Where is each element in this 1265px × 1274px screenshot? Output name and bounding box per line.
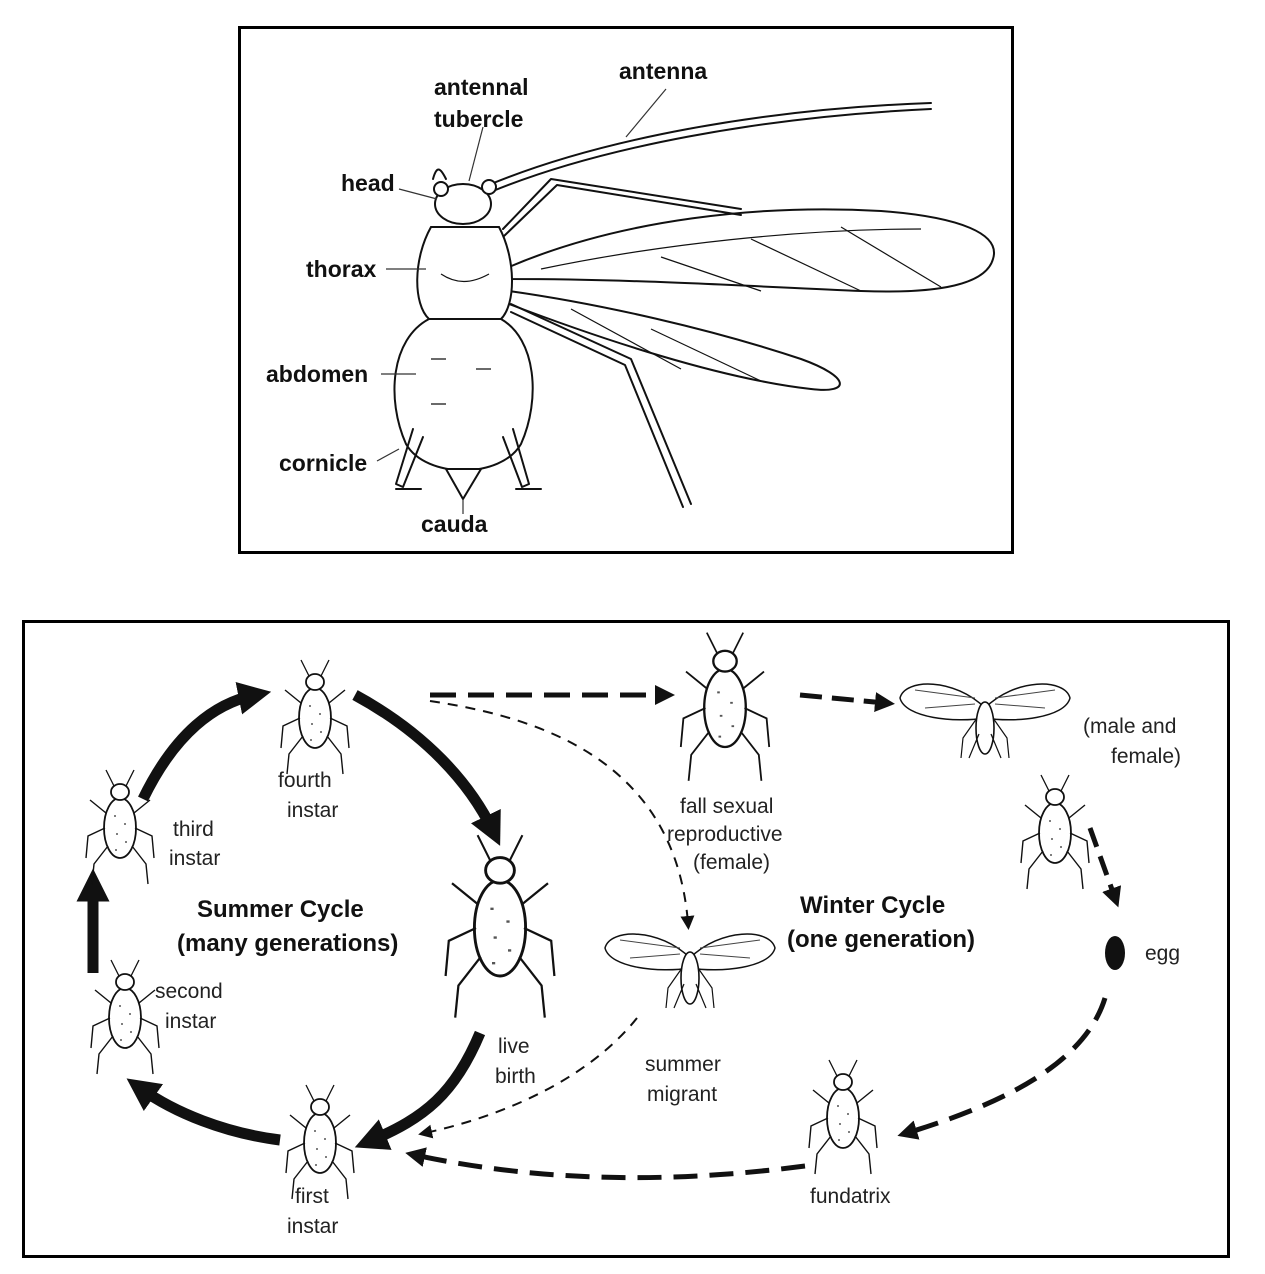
- label-thorax: thorax: [306, 256, 377, 282]
- label-antenna: antenna: [619, 58, 707, 84]
- aphid-cornicle-right: [502, 428, 530, 488]
- male-aphid-icon: [899, 683, 1071, 759]
- label-fourth-instar-1: fourth: [278, 769, 332, 792]
- label-first-instar-1: first: [295, 1185, 329, 1208]
- first-instar-icon: [285, 1084, 355, 1200]
- aphid-thorax: [416, 226, 513, 320]
- aphid-lifecycle-panel: Summer Cycle (many generations) Winter C…: [22, 620, 1230, 1258]
- label-fourth-instar-2: instar: [287, 799, 338, 822]
- label-leaders: [376, 88, 667, 514]
- label-summer-migrant-2: migrant: [647, 1083, 717, 1106]
- label-antennal-tubercle-line1: antennal: [434, 74, 529, 100]
- aphid-head: [434, 183, 492, 225]
- label-first-instar-2: instar: [287, 1215, 338, 1238]
- female-aphid-icon: [1020, 774, 1090, 890]
- label-egg: egg: [1145, 942, 1180, 965]
- fall-sexual-female-icon: [679, 631, 771, 782]
- label-third-instar-1: third: [173, 818, 214, 841]
- aphid-cornicle-left: [395, 428, 424, 488]
- label-fundatrix: fundatrix: [810, 1185, 891, 1208]
- summer-migrant-icon: [604, 933, 776, 1009]
- live-birth-adult-icon: [444, 833, 556, 1020]
- aphid-anatomy-drawing: antenna antennal tubercle head thorax ab…: [266, 58, 995, 537]
- aphid-legs: [395, 178, 742, 508]
- label-antennal-tubercle-line2: tubercle: [434, 106, 523, 132]
- label-head: head: [341, 170, 395, 196]
- label-cauda: cauda: [421, 511, 488, 537]
- fundatrix-icon: [808, 1059, 878, 1175]
- fourth-instar-icon: [280, 659, 350, 775]
- label-male-female-1: (male and: [1083, 715, 1176, 738]
- label-second-instar-2: instar: [165, 1010, 216, 1033]
- aphid-antennae: [432, 102, 932, 192]
- aphid-anatomy-panel: antenna antennal tubercle head thorax ab…: [238, 26, 1014, 554]
- aphid-body: [393, 179, 534, 501]
- label-abdomen: abdomen: [266, 361, 368, 387]
- label-second-instar-1: second: [155, 980, 223, 1003]
- label-live-birth-1: live: [498, 1035, 530, 1058]
- label-fall-sexual-2: reproductive: [667, 823, 783, 846]
- label-summer-migrant-1: summer: [645, 1053, 721, 1076]
- aphid-abdomen: [393, 318, 534, 472]
- aphid-lifecycle-diagram: Summer Cycle (many generations) Winter C…: [76, 631, 1181, 1238]
- summer-cycle-subtitle: (many generations): [177, 930, 398, 957]
- summer-cycle-arrows: [76, 682, 501, 1150]
- label-cornicle: cornicle: [279, 450, 367, 476]
- label-third-instar-2: instar: [169, 847, 220, 870]
- winter-cycle-title: Winter Cycle: [800, 892, 945, 919]
- label-male-female-2: female): [1111, 745, 1181, 768]
- winter-cycle-arrows: [405, 685, 1122, 1181]
- winter-cycle-subtitle: (one generation): [787, 926, 975, 953]
- label-fall-sexual-1: fall sexual: [680, 795, 773, 818]
- aphid-wings: [508, 208, 995, 391]
- summer-cycle-title: Summer Cycle: [197, 896, 364, 923]
- label-live-birth-2: birth: [495, 1065, 536, 1088]
- label-fall-sexual-3: (female): [693, 851, 770, 874]
- second-instar-icon: [90, 959, 160, 1075]
- egg-icon: [1105, 936, 1125, 970]
- aphid-cauda: [444, 468, 483, 501]
